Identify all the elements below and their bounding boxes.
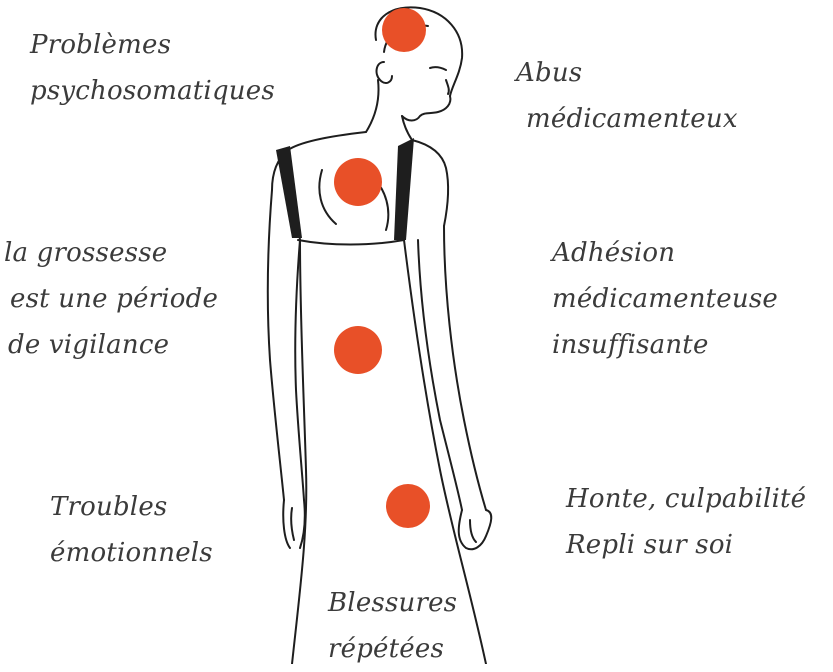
marker-upper-back: [334, 158, 382, 206]
eye-line: [430, 67, 446, 70]
label-medication-abuse-line-1: Abus: [516, 50, 738, 96]
label-shame-line-1: Honte, culpabilité: [566, 476, 806, 522]
label-adherence-line-1: Adhésion: [552, 230, 778, 276]
marker-waist: [334, 326, 382, 374]
label-psychosomatic-line-2: psychosomatiques: [30, 68, 275, 114]
marker-head: [382, 8, 426, 52]
dress-back-top: [298, 240, 404, 245]
label-injuries-line-2: répétées: [328, 626, 457, 672]
face-outline: [402, 96, 450, 121]
label-psychosomatic: Problèmes psychosomatiques: [30, 22, 275, 114]
dress-left-edge: [292, 240, 306, 664]
shoulder-right: [412, 140, 448, 226]
marker-lower: [386, 484, 430, 528]
nose-line: [446, 80, 449, 94]
label-pregnancy-line-3: de vigilance: [4, 322, 218, 368]
label-emotional-line-2: émotionnels: [50, 530, 213, 576]
neck-left: [366, 80, 379, 132]
left-arm-outer: [268, 190, 284, 500]
label-injuries: Blessures répétées: [328, 580, 457, 672]
label-adherence-line-2: médicamenteuse: [552, 276, 778, 322]
label-pregnancy-line-2: est une période: [4, 276, 218, 322]
label-adherence-line-3: insuffisante: [552, 322, 778, 368]
label-emotional-line-1: Troubles: [50, 484, 213, 530]
label-pregnancy-line-1: la grossesse: [4, 230, 218, 276]
strap-left-fill: [276, 146, 302, 238]
right-hand: [459, 510, 492, 549]
label-injuries-line-1: Blessures: [328, 580, 457, 626]
label-shame-line-2: Repli sur soi: [566, 522, 806, 568]
label-shame: Honte, culpabilité Repli sur soi: [566, 476, 806, 568]
label-medication-abuse: Abus médicamenteux: [516, 50, 738, 142]
label-psychosomatic-line-1: Problèmes: [30, 22, 275, 68]
label-medication-abuse-line-2: médicamenteux: [516, 96, 738, 142]
label-emotional: Troubles émotionnels: [50, 484, 213, 576]
label-pregnancy: la grossesse est une période de vigilanc…: [4, 230, 218, 368]
right-arm-outer: [444, 226, 486, 510]
left-hand: [283, 500, 305, 548]
label-adherence: Adhésion médicamenteuse insuffisante: [552, 230, 778, 368]
strap-right-fill: [394, 138, 414, 240]
